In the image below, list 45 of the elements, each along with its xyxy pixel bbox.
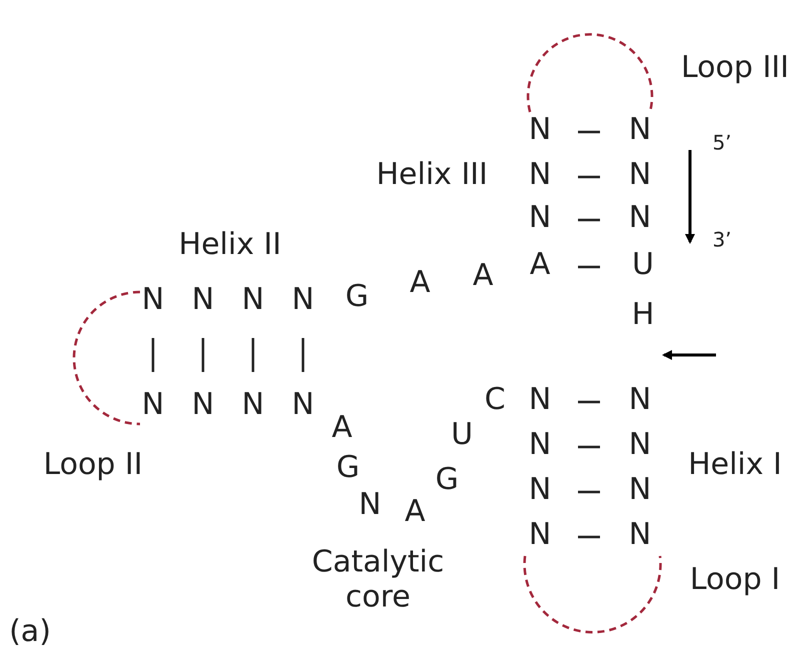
region-label: Catalytic core <box>310 546 446 614</box>
loop-label: Loop III <box>680 50 790 86</box>
base-letter: N <box>528 382 552 418</box>
base-letter: N <box>142 282 164 318</box>
base-letter: C <box>484 382 506 418</box>
base-letter: N <box>192 388 214 422</box>
base-letter: U <box>451 418 473 452</box>
base-letter: N <box>242 388 264 422</box>
strand-end-label: 3’ <box>712 228 732 252</box>
helix-label: Helix II <box>178 228 282 262</box>
base-letter: N <box>628 518 652 552</box>
base-letter: G <box>345 280 369 314</box>
base-letter: A <box>404 494 426 530</box>
base-letter: U <box>632 248 654 282</box>
base-letter: N <box>292 388 314 422</box>
base-letter: N <box>628 472 652 508</box>
base-letter: N <box>528 472 552 508</box>
base-letter: A <box>472 258 494 294</box>
base-letter: N <box>528 158 552 192</box>
base-letter: N <box>528 428 552 462</box>
base-letter: N <box>528 112 552 148</box>
base-letter: N <box>628 200 652 236</box>
base-letter: N <box>192 282 214 318</box>
helix-label: Helix I <box>688 448 782 482</box>
base-letter: H <box>632 298 654 332</box>
loop-label: Loop I <box>690 562 780 598</box>
base-letter: G <box>336 450 360 486</box>
base-letter: N <box>242 282 264 318</box>
base-letter: N <box>142 388 164 422</box>
base-letter: A <box>332 410 352 446</box>
helix-label: Helix III <box>376 158 488 192</box>
base-letter: N <box>528 200 552 236</box>
base-letter: A <box>530 248 550 282</box>
base-letter: N <box>628 112 652 148</box>
base-letter: A <box>410 266 430 300</box>
base-letter: N <box>628 428 652 462</box>
base-letter: N <box>628 382 652 418</box>
panel-label: (a) <box>9 614 51 650</box>
strand-end-label: 5’ <box>712 132 732 154</box>
base-letter: N <box>292 282 314 318</box>
base-letter: N <box>358 488 382 522</box>
base-letter: N <box>528 518 552 552</box>
loop-label: Loop II <box>43 448 143 482</box>
base-letter: N <box>628 158 652 192</box>
base-letter: G <box>435 462 459 498</box>
